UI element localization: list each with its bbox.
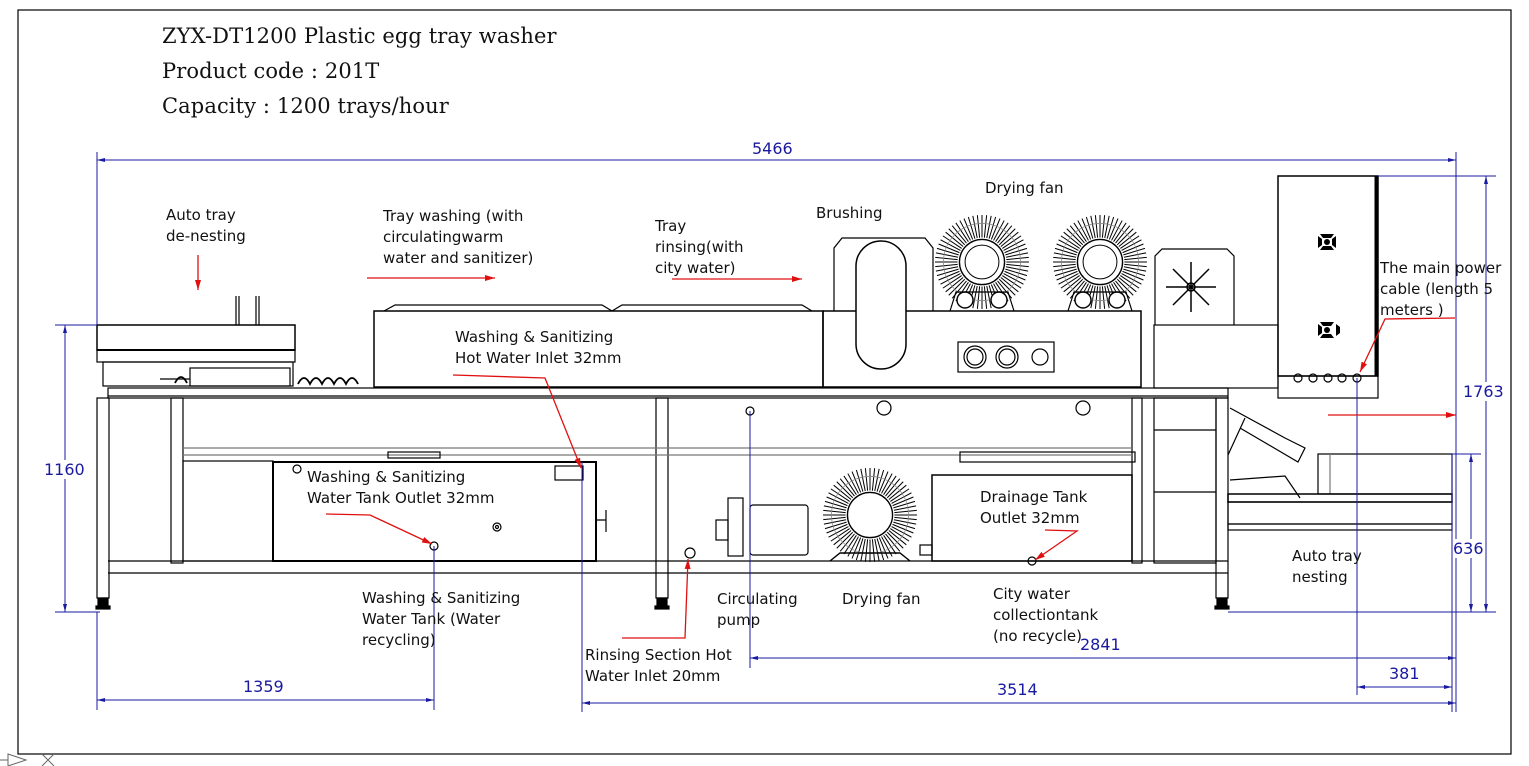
- drawing-border: [17, 9, 1512, 755]
- label-drainage-outlet: Drainage Tank Outlet 32mm: [980, 488, 1088, 527]
- label-water-tank-recycling: Washing & Sanitizing Water Tank (Water r…: [362, 589, 521, 649]
- label-tray-washing: Tray washing (with circulatingwarm water…: [383, 207, 534, 267]
- cabinet-vent-bottom: [1318, 322, 1340, 338]
- label-circulating-pump: Circulating pump: [717, 590, 798, 629]
- arrow-drainage-outlet: [1034, 529, 1079, 561]
- label-rinsing-inlet: Rinsing Section Hot Water Inlet 20mm: [585, 646, 732, 685]
- label-auto-denesting: Auto tray de-nesting: [166, 206, 246, 245]
- label-auto-nesting: Auto tray nesting: [1292, 547, 1362, 586]
- arrow-power-cable: [1359, 317, 1456, 373]
- cabinet-vent-top: [1318, 234, 1336, 250]
- label-tray-rinsing: Tray rinsing(with city water): [655, 217, 744, 277]
- dim-overall-height: 1763: [1463, 382, 1504, 401]
- arrow-hot-water-inlet: [452, 374, 582, 469]
- annotation-arrows: [195, 255, 1456, 639]
- drying-fans: [823, 215, 1147, 562]
- machine-outline: [95, 175, 1453, 610]
- label-drying-fan-bottom: Drying fan: [842, 590, 921, 608]
- arrow-tank-outlet: [325, 513, 433, 545]
- label-hot-water-inlet: Washing & Sanitizing Hot Water Inlet 32m…: [455, 328, 622, 367]
- dim-overall-length: 5466: [752, 139, 793, 158]
- drying-fan-2: [1053, 215, 1147, 312]
- label-brushing: Brushing: [816, 204, 883, 222]
- dim-power-cable-offset: 381: [1389, 664, 1420, 683]
- arrow-rinsing-inlet: [622, 558, 691, 639]
- ucs-icon: [0, 753, 55, 766]
- dim-tank-outlet-offset: 1359: [243, 677, 284, 696]
- label-main-power-cable: The main power cable (length 5 meters ): [1380, 259, 1502, 319]
- product-code: Product code : 201T: [162, 59, 380, 83]
- drying-fan-3: [823, 468, 917, 562]
- label-tank-outlet: Washing & Sanitizing Water Tank Outlet 3…: [307, 468, 495, 507]
- star-wheel: [1166, 262, 1216, 312]
- label-city-water-tank: City water collectiontank (no recycle): [993, 585, 1099, 645]
- label-drying-fan-top: Drying fan: [985, 179, 1064, 197]
- dim-infeed-height: 1160: [44, 460, 85, 479]
- model-title: ZYX-DT1200 Plastic egg tray washer: [162, 24, 557, 48]
- power-ports: [1293, 373, 1362, 383]
- dim-rinsing-inlet-to-end: 3514: [997, 680, 1038, 699]
- capacity: Capacity : 1200 trays/hour: [162, 94, 449, 118]
- dim-pump-to-end: 2841: [1080, 635, 1121, 654]
- drying-fan-1: [935, 215, 1029, 312]
- dim-outfeed-height: 636: [1453, 539, 1484, 558]
